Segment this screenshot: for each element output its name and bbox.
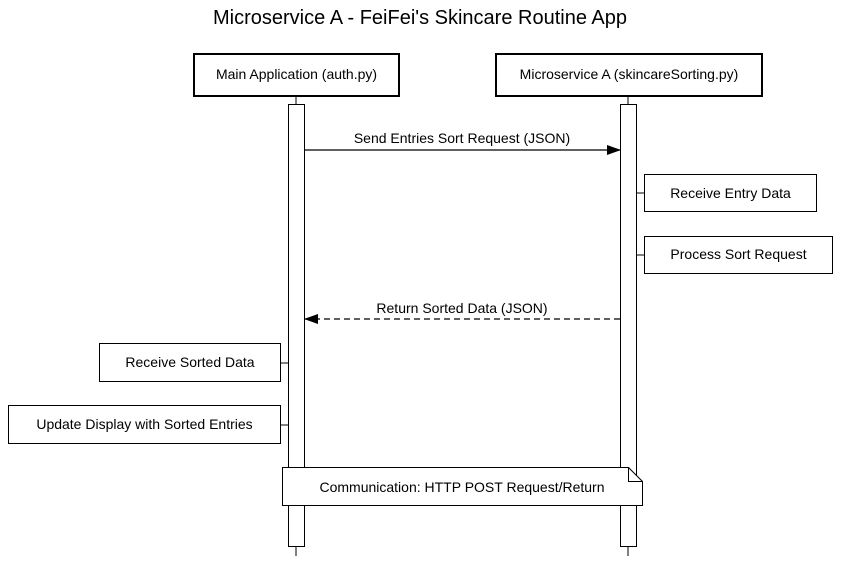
send-request-label: Send Entries Sort Request (JSON) xyxy=(354,130,570,146)
participant-main-label: Main Application (auth.py) xyxy=(216,66,377,82)
receive-entry-label: Receive Entry Data xyxy=(670,185,791,201)
participant-main-application: Main Application (auth.py) xyxy=(193,53,400,97)
participant-micro-label: Microservice A (skincareSorting.py) xyxy=(520,66,739,82)
update-display-label: Update Display with Sorted Entries xyxy=(36,416,252,432)
note-receive-sorted-data: Receive Sorted Data xyxy=(99,343,288,382)
communication-label: Communication: HTTP POST Request/Return xyxy=(319,479,604,495)
receive-sorted-label: Receive Sorted Data xyxy=(125,354,254,370)
note-communication: Communication: HTTP POST Request/Return xyxy=(282,467,643,506)
participant-microservice-a: Microservice A (skincareSorting.py) xyxy=(495,53,763,97)
message-return-sorted-data: Return Sorted Data (JSON) xyxy=(304,300,620,324)
process-sort-label: Process Sort Request xyxy=(670,246,806,262)
micro-activation-bar xyxy=(620,104,637,547)
note-process-sort-request: Process Sort Request xyxy=(636,236,833,274)
diagram-title: Microservice A - FeiFei's Skincare Routi… xyxy=(213,7,627,29)
note-update-display: Update Display with Sorted Entries xyxy=(8,405,288,444)
message-send-sort-request: Send Entries Sort Request (JSON) xyxy=(305,130,621,155)
return-data-label: Return Sorted Data (JSON) xyxy=(376,300,547,316)
main-activation-bar xyxy=(288,104,305,547)
note-receive-entry-data: Receive Entry Data xyxy=(636,174,817,212)
